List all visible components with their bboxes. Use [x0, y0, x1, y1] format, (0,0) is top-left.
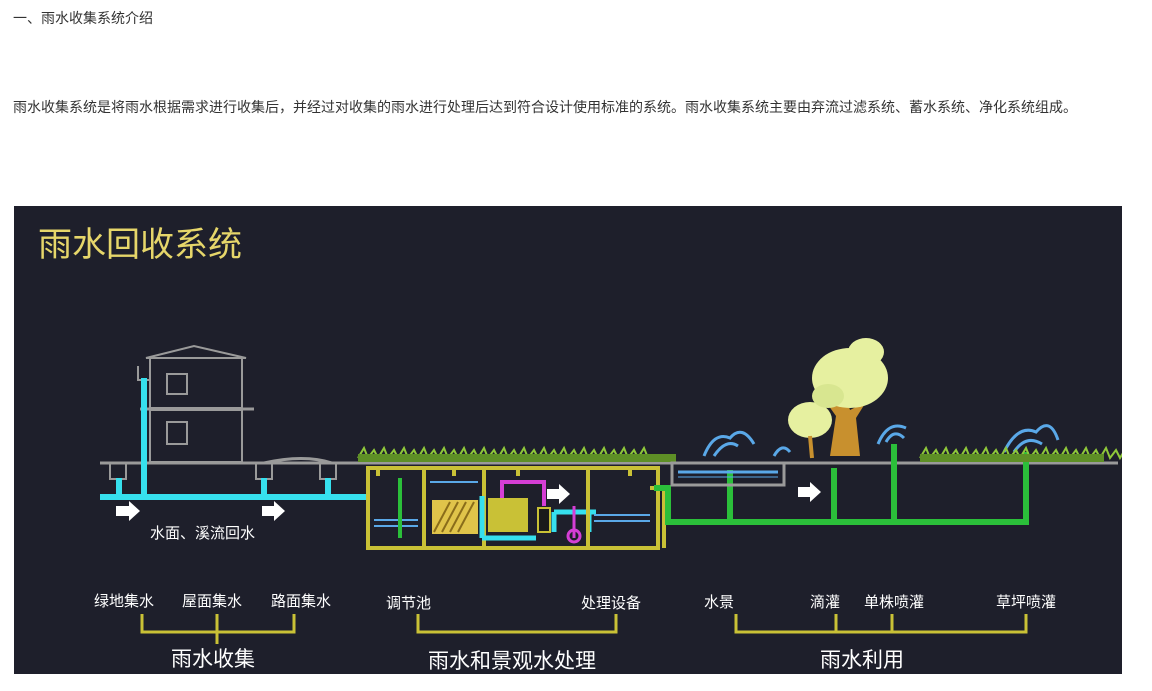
- water-feature-pool: [670, 461, 786, 487]
- group-label-treatment: 雨水和景观水处理: [428, 649, 596, 673]
- fountain-sprays: [702, 424, 1060, 457]
- label-water-feature: 水景: [704, 593, 734, 611]
- intro-paragraph: 雨水收集系统是将雨水根据需求进行收集后，并经过对收集的雨水进行处理后达到符合设计…: [13, 100, 1077, 116]
- section-heading: 一、雨水收集系统介绍: [13, 11, 153, 27]
- group-brackets: [140, 614, 1028, 644]
- flow-arrows: [116, 482, 821, 521]
- label-lawn-sprinkler: 草坪喷灌: [996, 593, 1056, 611]
- group-label-collection: 雨水收集: [171, 647, 255, 671]
- filter-unit: [432, 500, 478, 534]
- label-road-collection: 路面集水: [271, 592, 331, 610]
- utilization-pipes: [654, 444, 1029, 525]
- treatment-tank: [366, 466, 666, 550]
- tank-water: [374, 481, 650, 527]
- grass-bed-lawn: [920, 454, 1104, 462]
- diagram-title: 雨水回收系统: [38, 225, 242, 265]
- grass-strip-lawn: [919, 445, 1122, 461]
- grass-bed-treatment: [358, 454, 676, 462]
- tree-illustration: [788, 338, 888, 459]
- group-label-utilization: 雨水利用: [820, 648, 904, 672]
- treatment-equipment: [479, 480, 582, 544]
- label-drip-irrigation: 滴灌: [810, 593, 840, 611]
- label-roof-collection: 屋面集水: [182, 592, 242, 610]
- road-bump: [263, 457, 333, 465]
- label-treatment-equipment: 处理设备: [581, 594, 641, 612]
- label-regulating-pond: 调节池: [386, 594, 431, 612]
- runoff-annotation: 水面、溪流回水: [150, 524, 255, 542]
- label-single-plant-sprinkler: 单株喷灌: [864, 593, 924, 611]
- label-green-collection: 绿地集水: [94, 592, 154, 610]
- diagram-canvas: 雨水回收系统: [38, 225, 1122, 673]
- rainwater-system-diagram: 雨水回收系统: [14, 206, 1122, 674]
- building: [137, 344, 254, 463]
